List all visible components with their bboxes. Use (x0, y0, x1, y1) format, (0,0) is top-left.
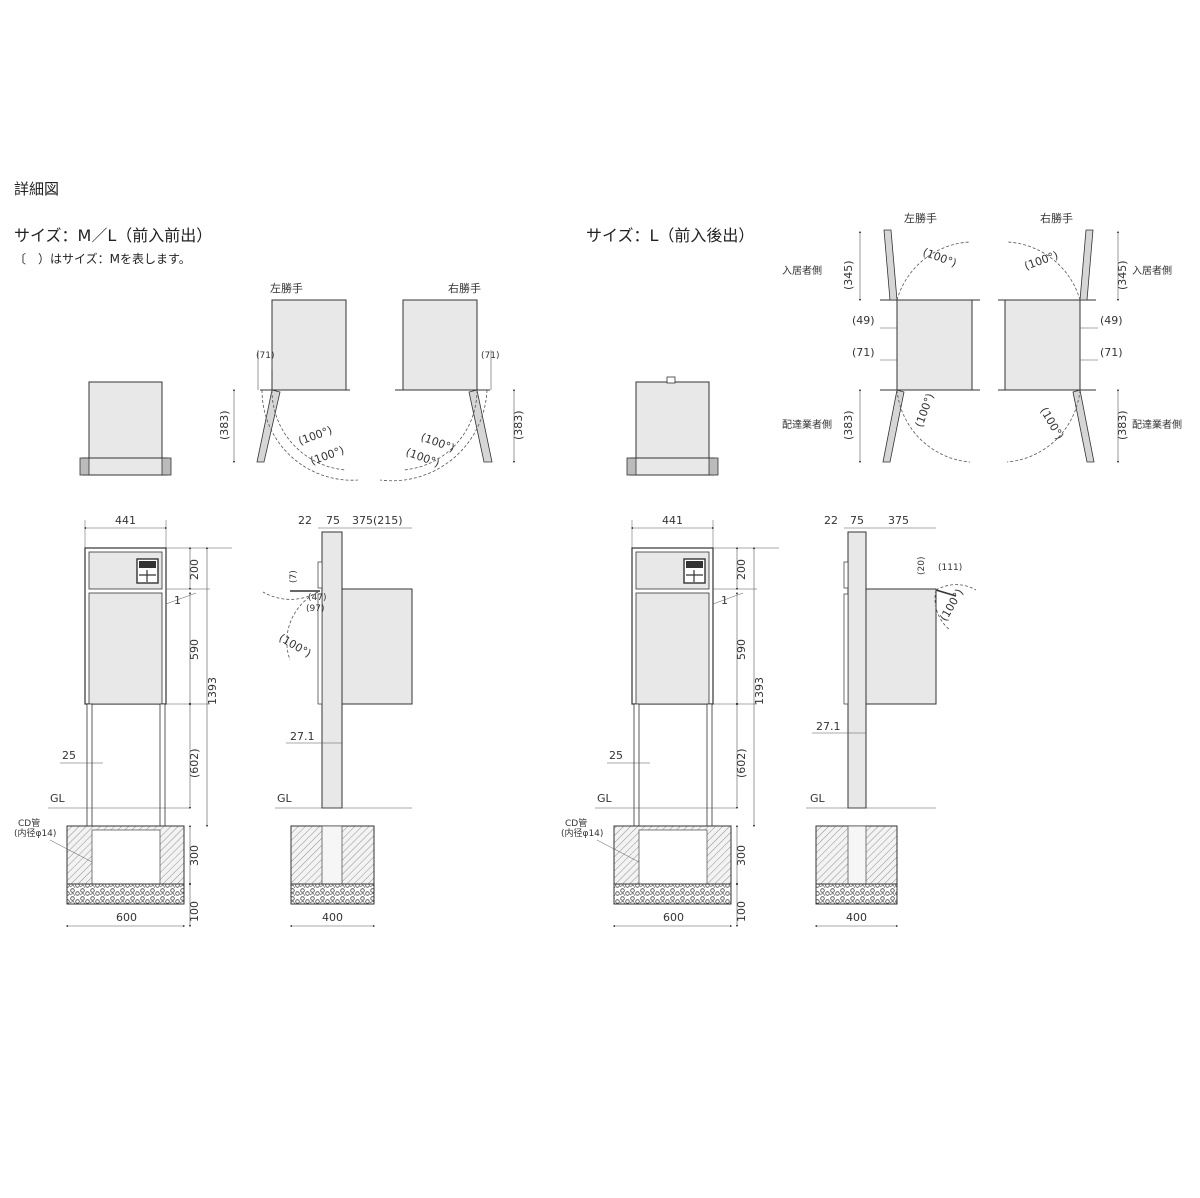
side-d7: (7) (289, 570, 299, 583)
right-side-elevation: 22 75 375 (20) (111) (100°) 27.1 GL 400 (806, 514, 977, 928)
front-gl: GL (50, 792, 66, 805)
right-plan-angle-top: (100°) (921, 246, 958, 270)
front-h300: 300 (188, 845, 201, 866)
r-cd-pipe-diameter: (内径φ14) (561, 827, 603, 839)
right-plan-345: (345) (842, 260, 855, 290)
left-plan-right-hand: 右勝手 (71) (383) (100°) (100°) (379, 281, 525, 482)
side-d375: 375(215) (352, 514, 403, 527)
r-front-base-600: 600 (663, 911, 684, 924)
front-h100: 100 (188, 901, 201, 922)
right-plan-r-383: (383) (1116, 410, 1129, 440)
size-note: 〔 ）はサイズ：Mを表します。 (14, 252, 191, 266)
right-plan-right-hand: 右勝手 (100°) (100°) (345) (49) (71) (383) … (998, 211, 1182, 464)
r-side-gl: GL (810, 792, 826, 805)
front-gap-1: 1 (174, 594, 181, 607)
plan-angle-outer: (100°) (309, 444, 346, 468)
side-d22: 22 (298, 514, 312, 527)
right-plan-383: (383) (842, 410, 855, 440)
side-base-400: 400 (322, 911, 343, 924)
right-plan-r-345: (345) (1116, 260, 1129, 290)
r-front-h602: (602) (735, 748, 748, 778)
right-plan-r-angle-bottom: (100°) (1037, 405, 1066, 442)
front-post-25: 25 (62, 749, 76, 762)
right-plan-left-label: 左勝手 (904, 211, 937, 225)
resident-side-left: 入居者側 (782, 264, 822, 277)
left-front-elevation: 441 200 590 (602) 1393 1 25 (14, 514, 232, 928)
front-h1393: 1393 (206, 677, 219, 705)
right-section-heading: サイズ：L（前入後出） (586, 226, 755, 245)
r-front-gap-1: 1 (721, 594, 728, 607)
right-small-box (626, 376, 719, 476)
r-cd-pipe-label: CD管 (565, 817, 587, 829)
plan-dim-71: (71) (256, 351, 274, 361)
left-section-heading: サイズ：M／L（前入前出） (14, 226, 213, 245)
r-front-h1393: 1393 (753, 677, 766, 705)
r-front-width-441: 441 (662, 514, 683, 527)
left-side-elevation: 22 75 375(215) (7) (47) (97) (100°) 27.1… (262, 514, 413, 928)
side-d27: 27.1 (290, 730, 315, 743)
r-front-h300: 300 (735, 845, 748, 866)
side-gl: GL (277, 792, 293, 805)
left-plan-left-hand: 左勝手 (71) (383) (100°) (100°) (218, 281, 359, 481)
r-front-gl: GL (597, 792, 613, 805)
front-h200: 200 (188, 559, 201, 580)
r-side-d75: 75 (850, 514, 864, 527)
right-plan-r-angle-top: (100°) (1023, 249, 1060, 273)
r-front-h100: 100 (735, 901, 748, 922)
plan-right-hand-label: 右勝手 (448, 281, 481, 295)
right-plan-r-49: (49) (1100, 314, 1123, 327)
cd-pipe-diameter: (内径φ14) (14, 827, 56, 839)
r-side-d27: 27.1 (816, 720, 841, 733)
cd-pipe-label: CD管 (18, 817, 40, 829)
delivery-side-right: 配達業者側 (1132, 418, 1182, 431)
right-plan-angle-bottom: (100°) (913, 392, 937, 429)
front-base-600: 600 (116, 911, 137, 924)
right-plan-right-label: 右勝手 (1040, 211, 1073, 225)
right-plan-r-71: (71) (1100, 346, 1123, 359)
r-side-base-400: 400 (846, 911, 867, 924)
side-d75: 75 (326, 514, 340, 527)
page-title: 詳細図 (14, 180, 60, 198)
plan-dim-383-r: (383) (512, 410, 525, 440)
side-angle: (100°) (277, 631, 314, 660)
front-h602: (602) (188, 748, 201, 778)
plan-left-hand-label: 左勝手 (270, 281, 303, 295)
r-side-d20: (20) (917, 557, 927, 575)
r-side-d111: (111) (938, 563, 962, 573)
right-plan-49: (49) (852, 314, 875, 327)
left-small-box (79, 381, 172, 476)
r-front-h590: 590 (735, 639, 748, 660)
r-side-d22: 22 (824, 514, 838, 527)
resident-side-right: 入居者側 (1132, 264, 1172, 277)
right-front-elevation: 441 200 590 (602) 1393 1 25 (561, 514, 779, 928)
plan-angle-outer-r: (100°) (404, 446, 441, 470)
front-width-441: 441 (115, 514, 136, 527)
side-d47: (47) (308, 593, 326, 603)
front-h590: 590 (188, 639, 201, 660)
delivery-side-left: 配達業者側 (782, 418, 832, 431)
right-plan-left-hand: 左勝手 (100°) (100°) (345) (49) (71) (383) … (782, 211, 980, 464)
plan-dim-71-r: (71) (481, 351, 499, 361)
plan-angle-inner: (100°) (297, 424, 334, 448)
r-side-d375: 375 (888, 514, 909, 527)
r-front-post-25: 25 (609, 749, 623, 762)
right-plan-71: (71) (852, 346, 875, 359)
plan-dim-383: (383) (218, 410, 231, 440)
side-d97: (97) (306, 604, 324, 614)
r-front-h200: 200 (735, 559, 748, 580)
